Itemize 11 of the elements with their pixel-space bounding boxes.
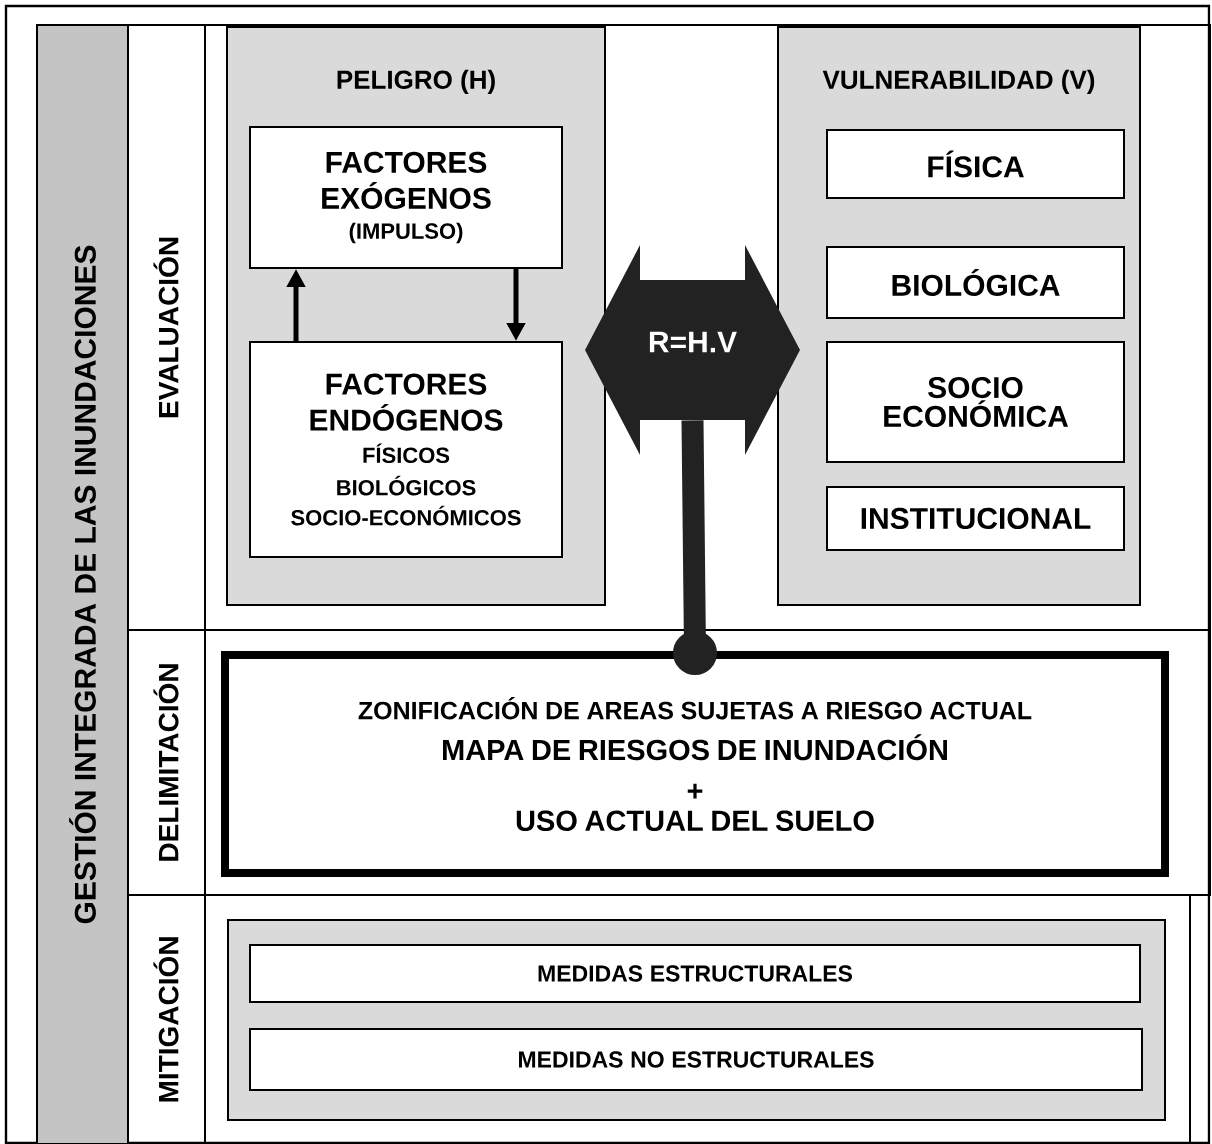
process-box: INSTITUCIONAL (826, 486, 1125, 551)
process-box: MEDIDAS NO ESTRUCTURALES (249, 1028, 1143, 1091)
process-box: FACTORES EXÓGENOS (IMPULSO) (249, 126, 563, 269)
process-box: MEDIDAS ESTRUCTURALES (249, 944, 1141, 1003)
process-box: ZONIFICACIÓN DE AREAS SUJETAS A RIESGO ACTUAL MAPA DE RIESGOS DE INUNDACIÓN + USO ACTUAL DEL SUELO (221, 651, 1169, 877)
connector (673, 420, 717, 675)
process-box: FÍSICA (826, 129, 1125, 199)
process-box: BIOLÓGICA (826, 246, 1125, 319)
process-box: SOCIO ECONÓMICA (826, 341, 1125, 463)
side-band: GESTIÓN INTEGRADA DE LAS INUNDACIONES (36, 24, 129, 1144)
process-box: FACTORES ENDÓGENOS FÍSICOS BIOLÓGICOS SOCIO-ECONÓMICOS (249, 341, 563, 558)
